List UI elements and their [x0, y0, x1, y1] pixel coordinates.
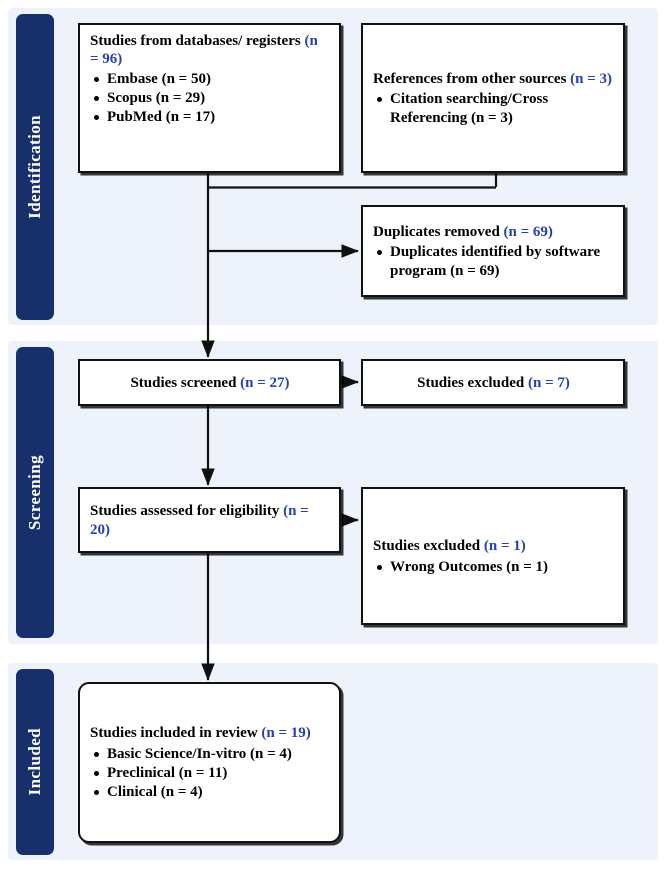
list-item: Basic Science/In-vitro (n = 4)	[90, 745, 330, 763]
node-header-text: Duplicates removed	[373, 223, 504, 240]
node-header-count: (n = 1)	[483, 538, 526, 555]
node-breakdown-list: Duplicates identified by software progra…	[373, 242, 614, 280]
node-header-count: (n = 27)	[240, 374, 290, 391]
node-header-count: (n = 20)	[90, 503, 309, 538]
node-header: Studies from databases/ registers (n = 9…	[90, 32, 330, 69]
node-breakdown-list: Citation searching/Cross Referencing (n …	[373, 89, 614, 127]
node-header: Studies screened (n = 27)	[90, 374, 330, 392]
node-studies-excluded-screening: Studies excluded (n = 7)	[361, 359, 625, 406]
node-breakdown-list: Wrong Outcomes (n = 1)	[373, 557, 614, 576]
node-header: Studies assessed for eligibility (n = 20…	[90, 502, 330, 539]
node-studies-assessed-eligibility: Studies assessed for eligibility (n = 20…	[78, 487, 341, 553]
node-header: Studies excluded (n = 7)	[373, 374, 614, 392]
node-header-text: Studies from databases/ registers	[90, 33, 305, 49]
stage-label-screening: Screening	[16, 347, 54, 638]
node-header-text: Studies included in review	[90, 725, 262, 742]
node-header: Studies included in review (n = 19)	[90, 724, 330, 742]
node-header-text: Studies assessed for eligibility	[90, 503, 284, 520]
node-header: Duplicates removed (n = 69)	[373, 223, 614, 241]
stage-label-included-text: Included	[25, 728, 44, 796]
node-header-count: (n = 96)	[90, 33, 318, 68]
node-header: Studies excluded (n = 1)	[373, 537, 614, 555]
node-breakdown-list: Basic Science/In-vitro (n = 4) Preclinic…	[90, 744, 330, 802]
node-studies-excluded-eligibility: Studies excluded (n = 1) Wrong Outcomes …	[361, 487, 625, 625]
node-header-count: (n = 19)	[261, 725, 311, 742]
node-duplicates-removed: Duplicates removed (n = 69) Duplicates i…	[361, 205, 625, 297]
node-references-other-sources: References from other sources (n = 3) Ci…	[361, 23, 625, 173]
list-item: Embase (n = 50)	[90, 70, 330, 88]
list-item: Duplicates identified by software progra…	[373, 243, 614, 280]
node-header-count: (n = 3)	[570, 70, 613, 87]
node-header-count: (n = 7)	[527, 374, 570, 391]
node-header: References from other sources (n = 3)	[373, 70, 614, 88]
node-header-count: (n = 69)	[503, 223, 553, 240]
list-item: Wrong Outcomes (n = 1)	[373, 558, 614, 576]
node-header-text: References from other sources	[373, 70, 571, 87]
node-studies-included-review: Studies included in review (n = 19) Basi…	[78, 682, 341, 843]
list-item: Scopus (n = 29)	[90, 89, 330, 107]
node-header-text: Studies excluded	[417, 374, 528, 391]
list-item: Preclinical (n = 11)	[90, 764, 330, 782]
stage-label-identification: Identification	[16, 14, 54, 320]
list-item: Citation searching/Cross Referencing (n …	[373, 90, 614, 127]
stage-label-included: Included	[16, 669, 54, 855]
node-studies-from-databases: Studies from databases/ registers (n = 9…	[78, 23, 341, 173]
node-header-text: Studies excluded	[373, 538, 484, 555]
list-item: PubMed (n = 17)	[90, 108, 330, 126]
stage-label-screening-text: Screening	[25, 454, 44, 531]
list-item: Clinical (n = 4)	[90, 783, 330, 801]
node-studies-screened: Studies screened (n = 27)	[78, 359, 341, 406]
stage-label-identification-text: Identification	[25, 115, 44, 219]
node-header-text: Studies screened	[130, 374, 241, 391]
node-breakdown-list: Embase (n = 50) Scopus (n = 29) PubMed (…	[90, 70, 330, 127]
